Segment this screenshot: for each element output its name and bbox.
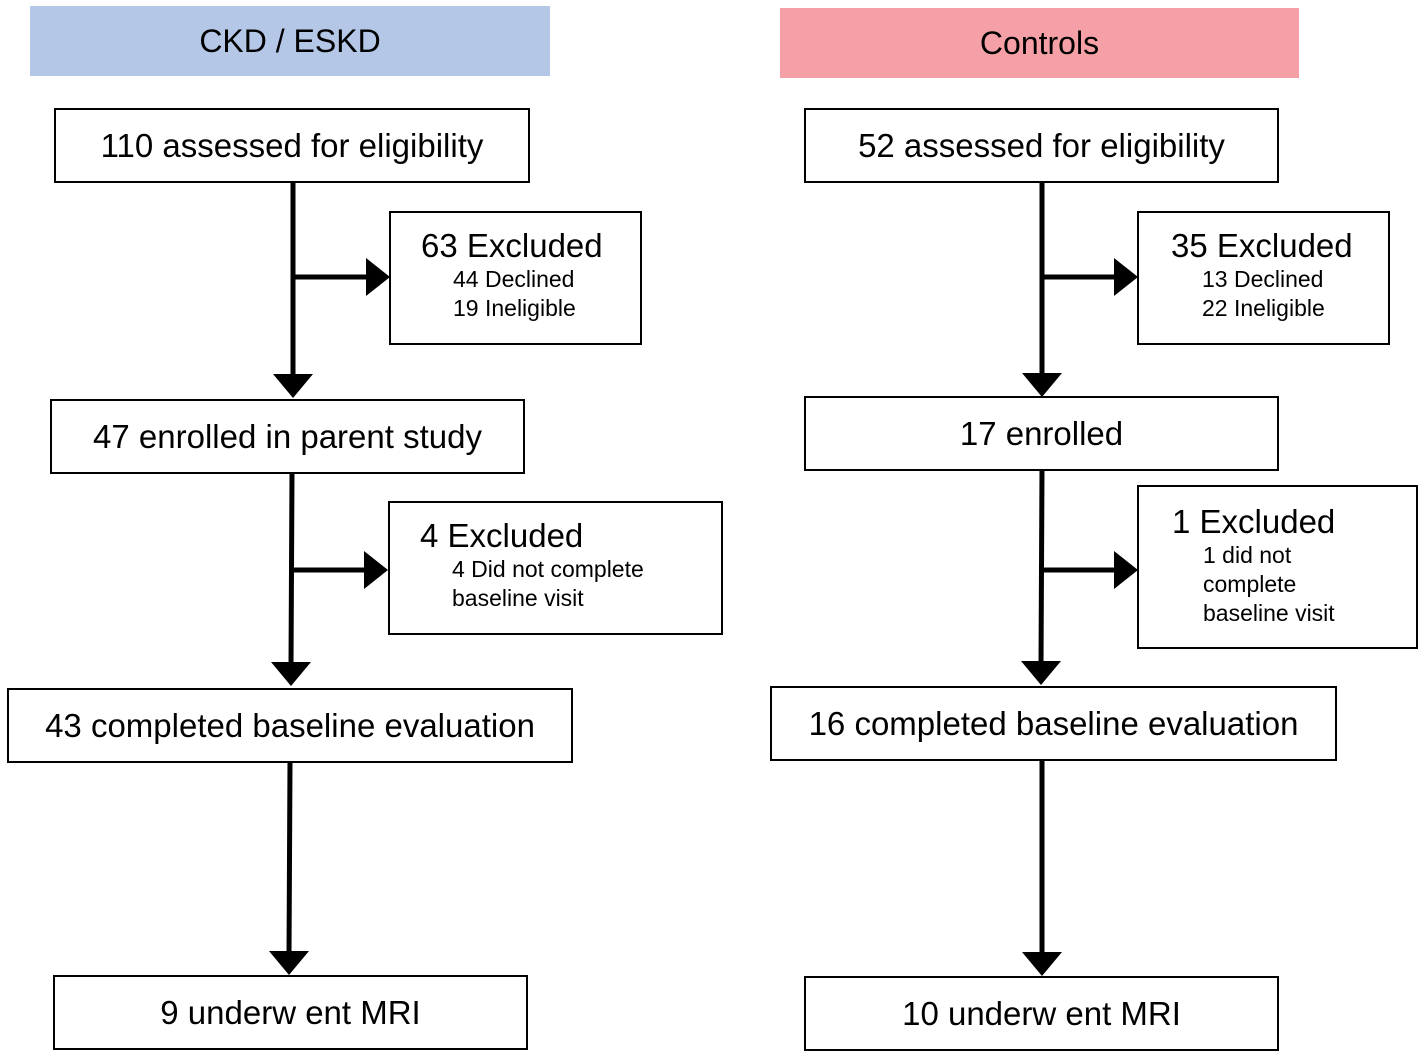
ckd-arrow-baseline-to-mri — [286, 761, 293, 956]
controls-assessed-label: 52 assessed for eligibility — [858, 126, 1225, 164]
ckd-enrolled-label: 47 enrolled in parent study — [93, 417, 482, 455]
controls-arrowhead-3 — [1021, 661, 1061, 685]
ckd-excluded1-line: 19 Ineligible — [453, 295, 576, 321]
controls-excluded2-line: 1 did not — [1203, 542, 1292, 568]
ckd-arrowhead-4 — [364, 551, 388, 589]
controls-excluded2-line: baseline visit — [1203, 600, 1335, 626]
ckd-enrolled-box: 47 enrolled in parent study — [50, 399, 525, 474]
ckd-mri-label: 9 underw ent MRI — [160, 993, 421, 1031]
ckd-arrowhead-2 — [366, 258, 390, 296]
ckd-excluded2-box: 4 Excluded 4 Did not complete baseline v… — [388, 501, 723, 635]
controls-baseline-box: 16 completed baseline evaluation — [770, 686, 1337, 761]
controls-header: Controls — [780, 8, 1299, 78]
controls-enrolled-label: 17 enrolled — [959, 414, 1124, 452]
ckd-excluded2-title: 4 Excluded — [420, 517, 584, 554]
ckd-excluded2-line: 4 Did not complete — [452, 556, 644, 582]
controls-arrowhead-5 — [1022, 952, 1062, 976]
ckd-mri-box: 9 underw ent MRI — [53, 975, 528, 1050]
controls-excluded2-line: complete — [1203, 571, 1297, 597]
controls-excluded2-box: 1 Excluded 1 did not complete baseline v… — [1137, 485, 1418, 649]
ckd-baseline-box: 43 completed baseline evaluation — [7, 688, 573, 763]
controls-excluded2-title: 1 Excluded — [1172, 503, 1336, 540]
ckd-excluded2-line: baseline visit — [452, 585, 584, 611]
controls-excluded1-line: 22 Ineligible — [1202, 295, 1325, 321]
ckd-excluded1-line: 44 Declined — [453, 266, 575, 292]
controls-arrowhead-4 — [1114, 551, 1138, 589]
controls-mri-label: 10 underw ent MRI — [902, 994, 1181, 1032]
controls-assessed-box: 52 assessed for eligibility — [804, 108, 1279, 183]
controls-arrowhead-2 — [1114, 258, 1138, 296]
ckd-assessed-box: 110 assessed for eligibility — [54, 108, 530, 183]
controls-excluded1-box: 35 Excluded 13 Declined 22 Ineligible — [1137, 211, 1390, 345]
controls-excluded1-title: 35 Excluded — [1171, 227, 1353, 264]
controls-arrowhead-1 — [1022, 373, 1062, 397]
ckd-baseline-label: 43 completed baseline evaluation — [45, 706, 535, 744]
controls-header-label: Controls — [979, 24, 1100, 61]
ckd-eskd-header: CKD / ESKD — [30, 6, 550, 76]
controls-arrow-enrolled-to-baseline — [1038, 468, 1045, 666]
controls-excluded1-line: 13 Declined — [1202, 266, 1324, 292]
ckd-eskd-header-label: CKD / ESKD — [199, 22, 381, 59]
ckd-excluded1-title: 63 Excluded — [421, 227, 603, 264]
ckd-arrowhead-3 — [271, 662, 311, 686]
ckd-assessed-label: 110 assessed for eligibility — [100, 126, 484, 164]
ckd-arrowhead-1 — [273, 374, 313, 398]
controls-mri-box: 10 underw ent MRI — [804, 976, 1279, 1051]
controls-baseline-label: 16 completed baseline evaluation — [808, 704, 1299, 742]
ckd-arrowhead-5 — [269, 951, 309, 975]
controls-enrolled-box: 17 enrolled — [804, 396, 1279, 471]
ckd-excluded1-box: 63 Excluded 44 Declined 19 Ineligible — [389, 211, 642, 345]
ckd-arrow-enrolled-to-baseline — [288, 471, 295, 667]
